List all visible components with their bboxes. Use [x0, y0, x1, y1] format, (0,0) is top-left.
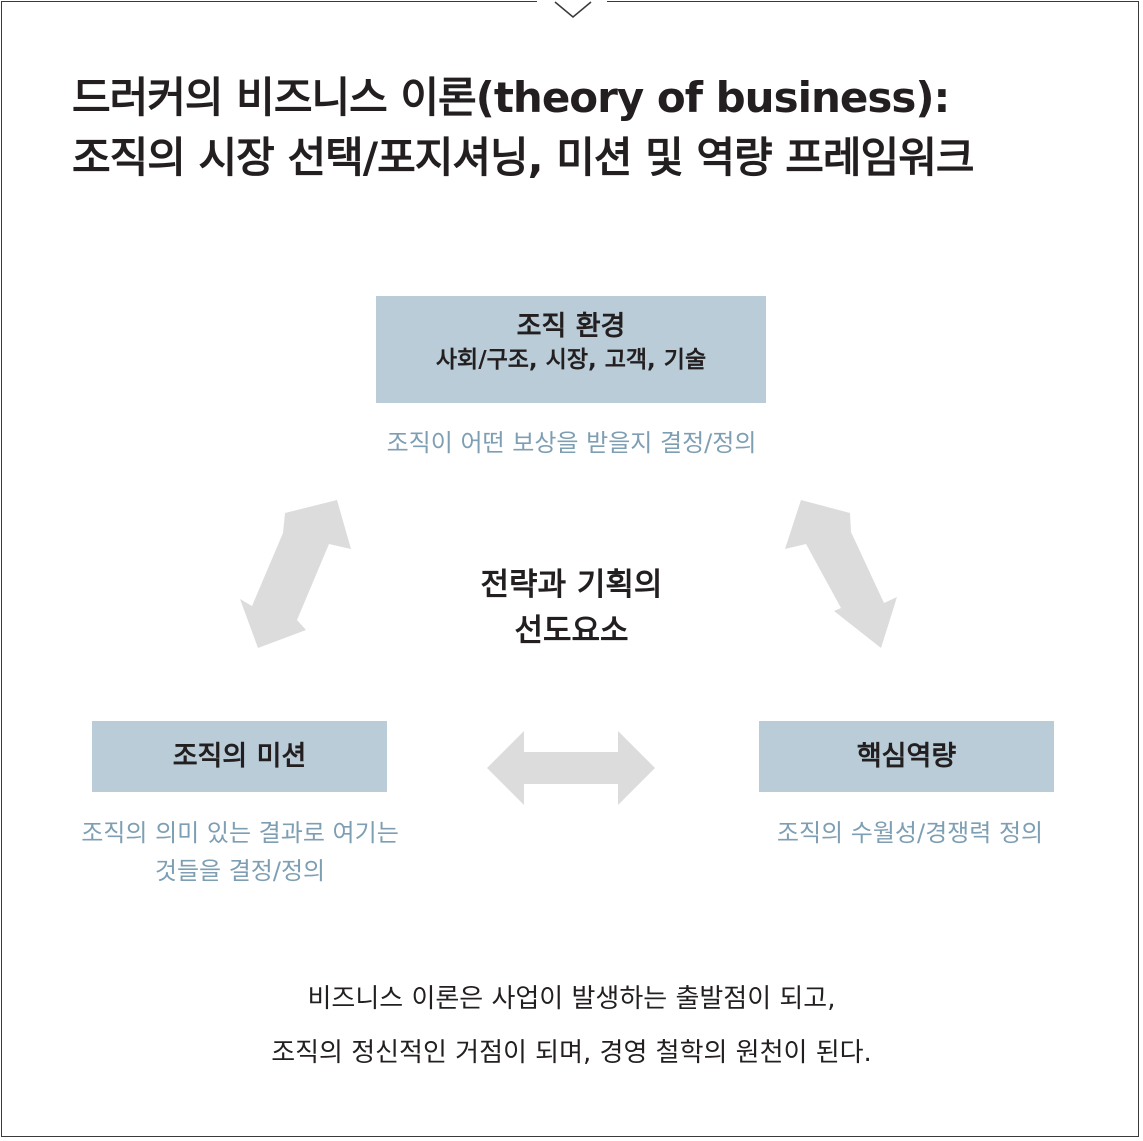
title-line-1: 드러커의 비즈니스 이론(theory of business): — [72, 73, 950, 122]
page-title: 드러커의 비즈니스 이론(theory of business): 조직의 시장… — [72, 68, 1132, 188]
double-arrow-icon-environment-mission — [240, 500, 351, 648]
footer-line-2: 조직의 정신적인 거점이 되며, 경영 철학의 원천이 된다. — [271, 1038, 872, 1068]
mission-description: 조직의 의미 있는 결과로 여기는 것들을 결정/정의 — [30, 814, 450, 890]
frame-notch-gap — [537, 0, 607, 4]
footer-line-1: 비즈니스 이론은 사업이 발생하는 출발점이 되고, — [307, 984, 836, 1014]
chevron-down-icon — [554, 1, 592, 18]
core-competence-description: 조직의 수월성/경쟁력 정의 — [776, 819, 1044, 847]
mission-description-line-2: 것들을 결정/정의 — [154, 857, 326, 885]
environment-label: 조직 환경 — [516, 311, 626, 342]
title-line-2: 조직의 시장 선택/포지셔닝, 미션 및 역량 프레임워크 — [72, 133, 974, 182]
center-label: 전략과 기획의 선도요소 — [400, 562, 743, 654]
core-competence-box: 핵심역량 — [759, 721, 1054, 792]
mission-description-line-1: 조직의 의미 있는 결과로 여기는 — [81, 819, 399, 847]
core-competence-label: 핵심역량 — [856, 741, 957, 772]
footer-text: 비즈니스 이론은 사업이 발생하는 출발점이 되고, 조직의 정신적인 거점이 … — [120, 972, 1023, 1080]
mission-label: 조직의 미션 — [172, 741, 307, 772]
mission-box: 조직의 미션 — [92, 721, 387, 792]
environment-box: 조직 환경 사회/구조, 시장, 고객, 기술 — [376, 296, 766, 403]
center-label-line-1: 전략과 기획의 — [480, 567, 663, 603]
center-label-line-2: 선도요소 — [514, 613, 629, 649]
double-arrow-icon-mission-core — [487, 731, 655, 805]
double-arrow-icon-environment-core — [785, 500, 897, 648]
environment-description: 조직이 어떤 보상을 받을지 결정/정의 — [386, 429, 757, 457]
environment-sub-label: 사회/구조, 시장, 고객, 기술 — [435, 347, 707, 373]
